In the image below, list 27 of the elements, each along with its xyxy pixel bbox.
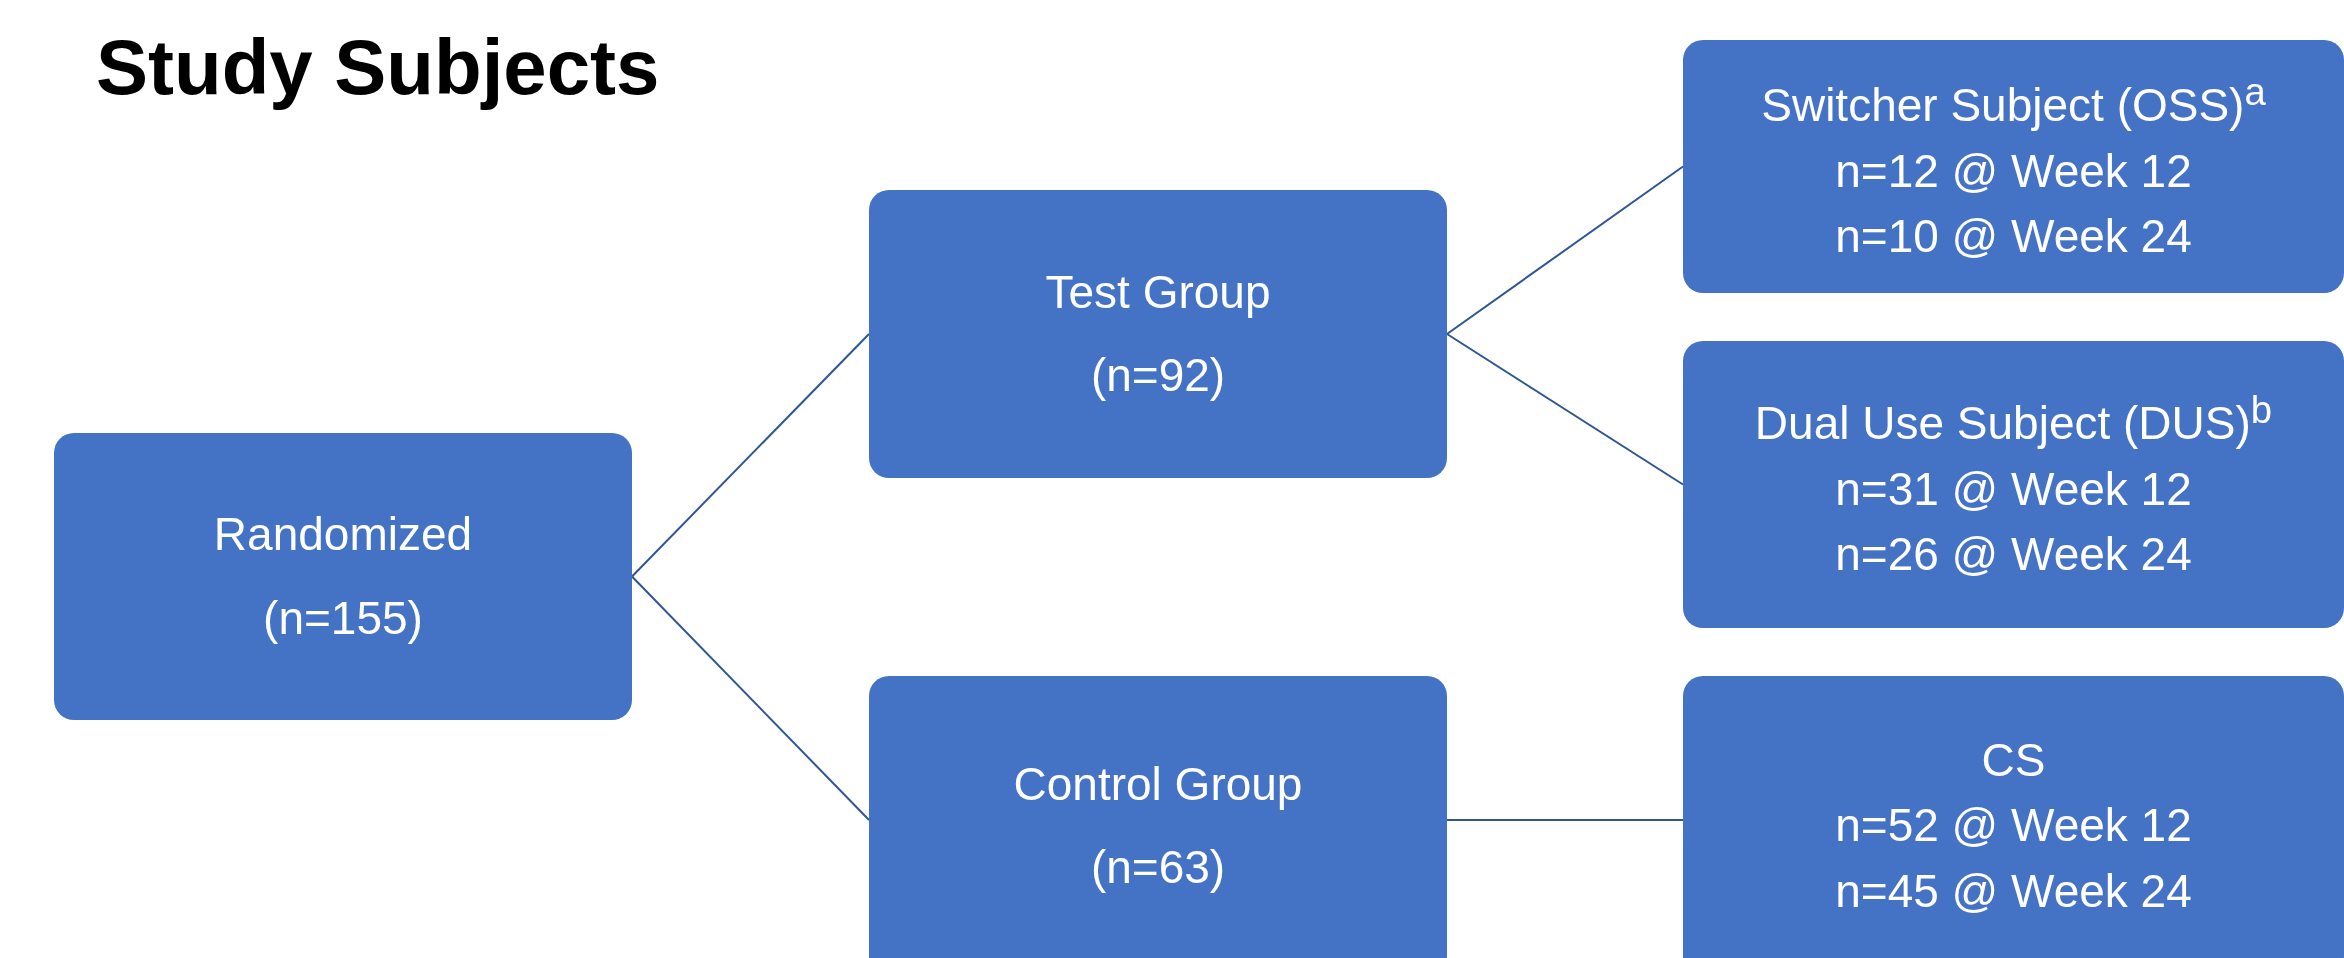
node-text: n=31 @ Week 12 [1835, 461, 2192, 517]
connector-line [1446, 165, 1684, 335]
group-box [869, 676, 1447, 958]
node-text: n=10 @ Week 24 [1835, 208, 2192, 264]
group-box [869, 190, 1447, 478]
group-box [1683, 676, 2344, 958]
connector-line [1446, 333, 1684, 486]
group-box [1683, 341, 2344, 628]
node-text: n=45 @ Week 24 [1835, 863, 2192, 919]
node-text: (n=92) [1090, 348, 1226, 403]
node-text: n=26 @ Week 24 [1835, 526, 2192, 582]
connector-line [1446, 819, 1684, 821]
node-text: n=52 @ Week 12 [1835, 798, 2192, 854]
node-text: Dual Use Subject (DUS)$^{b}$ [1754, 387, 2273, 452]
node-text: (n=155) [263, 590, 423, 646]
connector-line [631, 575, 870, 821]
node-text: Randomized [213, 507, 473, 563]
node-text: (n=63) [1090, 840, 1226, 895]
node-text: CS [1981, 733, 2046, 789]
connector-line [631, 333, 870, 578]
group-box [54, 433, 632, 720]
node-text: n=12 @ Week 12 [1835, 143, 2192, 199]
node-text: Control Group [1013, 756, 1303, 812]
group-box [1683, 40, 2344, 293]
title: Study Subjects [96, 22, 660, 113]
node-text: Switcher Subject (OSS)$^{a}$ [1761, 69, 2266, 134]
node-text: Test Group [1045, 264, 1271, 320]
